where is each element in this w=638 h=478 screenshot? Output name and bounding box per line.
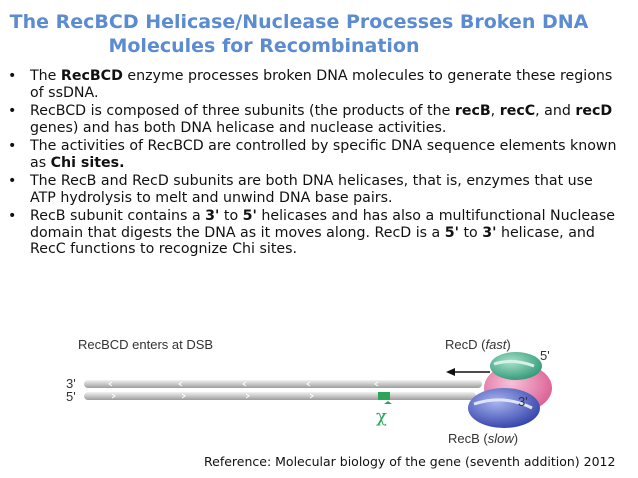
bullet-dot: • xyxy=(8,208,17,224)
dna-strand-bottom xyxy=(84,392,476,400)
bullet-text: The activities of RecBCD are controlled … xyxy=(30,138,617,171)
label-recd: RecD (fast) xyxy=(445,337,511,352)
title-line-2: Molecules for Recombination xyxy=(108,35,420,57)
movement-arrowhead xyxy=(446,368,455,376)
bullet-text: helicases and has also a multifunctional… xyxy=(30,208,615,241)
end-label-bottom-left: 5' xyxy=(66,389,76,404)
bullet-bold-text: 3' xyxy=(482,224,497,241)
bullet-bold-text: 5' xyxy=(444,224,459,241)
bullet-dot: • xyxy=(8,173,17,189)
label-recb: RecB (slow) xyxy=(448,431,518,446)
recbcd-figure: RecBCD enters at DSB RecD (fast) 3' 5' χ… xyxy=(66,337,552,446)
bullet-bold-text: 3' xyxy=(205,208,220,224)
bullet-item: • The RecB and RecD subunits are both DNA… xyxy=(8,173,623,206)
bullet-text: to xyxy=(219,208,243,224)
bullet-text: enzyme processes broken DNA molecules to… xyxy=(30,68,613,101)
bullet-text: RecB subunit contains a xyxy=(30,208,206,224)
bullet-item: • RecBCD is composed of three subunits (… xyxy=(8,103,623,136)
end-label-right-bottom: 3' xyxy=(518,394,528,409)
bullet-text: , and xyxy=(535,103,576,119)
bullet-dot: • xyxy=(8,138,17,154)
bullet-bold-text: recC xyxy=(499,103,536,119)
bullet-dot: • xyxy=(8,68,17,84)
reference-text: Reference: Molecular biology of the gene… xyxy=(204,454,616,469)
bullet-text: RecBCD is composed of three subunits (th… xyxy=(30,103,455,119)
title-line-1: The RecBCD Helicase/Nuclease Processes B… xyxy=(9,11,589,33)
recb-subunit xyxy=(468,388,540,428)
bullet-text: helicase, and RecC functions to recogniz… xyxy=(30,224,595,258)
recd-subunit xyxy=(490,352,542,380)
bullet-text: The RecB and RecD subunits are both DNA … xyxy=(30,173,593,206)
bullet-item: • The activities of RecBCD are controlled… xyxy=(8,138,623,171)
bullet-text: genes) and has both DNA helicase and nuc… xyxy=(30,119,447,136)
bullet-dot: • xyxy=(8,103,17,119)
chi-site-mark xyxy=(378,392,390,400)
recd-strand xyxy=(493,359,535,368)
end-label-right-top: 5' xyxy=(540,348,550,363)
recb-strand xyxy=(473,398,533,410)
label-enters-dsb: RecBCD enters at DSB xyxy=(78,337,213,352)
bullet-bold-text: recD xyxy=(575,103,613,119)
bullet-bold-text: Chi sites. xyxy=(50,154,125,171)
bullet-bold-text: recB xyxy=(454,103,491,119)
chi-symbol: χ xyxy=(376,406,387,427)
bullet-bold-text: RecBCD xyxy=(60,68,123,84)
bullet-text: to xyxy=(458,224,483,241)
bullet-item: • The RecBCD enzyme processes broken DNA … xyxy=(8,68,623,101)
slide-title: The RecBCD Helicase/Nuclease Processes B… xyxy=(0,10,638,58)
chi-arrow xyxy=(384,401,392,404)
dna-strand-top xyxy=(84,380,482,388)
bullet-text: The xyxy=(30,68,61,84)
bullet-text: , xyxy=(490,103,500,119)
bullet-item: • RecB subunit contains a 3' to 5' helica… xyxy=(8,208,623,258)
end-label-top-left: 3' xyxy=(66,376,76,391)
bullet-bold-text: 5' xyxy=(242,208,257,224)
bullet-list: • The RecBCD enzyme processes broken DNA … xyxy=(8,68,623,260)
